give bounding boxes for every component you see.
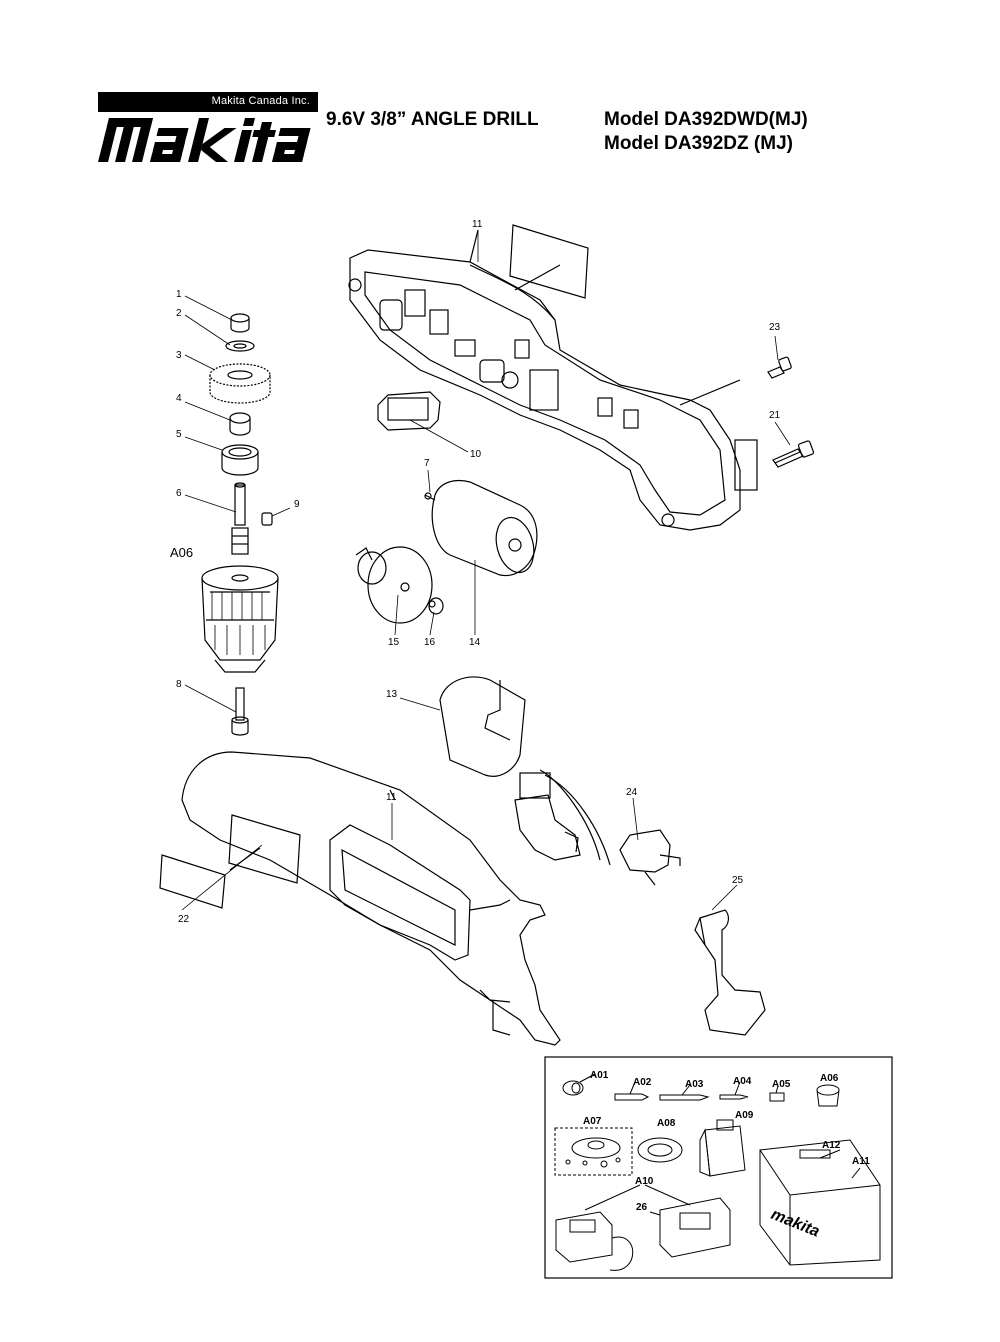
label-plate-bottom (228, 814, 301, 884)
spacer (428, 597, 444, 615)
logo-band: Makita Canada Inc. (98, 92, 318, 112)
label-a04: A04 (733, 1076, 752, 1087)
housing-top (348, 229, 758, 531)
label-6: 6 (176, 488, 182, 499)
label-14: 14 (469, 637, 481, 648)
label-a09: A09 (735, 1110, 754, 1121)
screw-long (772, 440, 815, 468)
motor (424, 479, 538, 577)
label-a07: A07 (583, 1116, 602, 1127)
label-26: 26 (636, 1202, 648, 1213)
label-8: 8 (176, 679, 182, 690)
label-a06: A06 (820, 1073, 839, 1084)
insulation-tube (439, 676, 526, 777)
drill-chuck (201, 565, 279, 673)
battery-clip (694, 909, 766, 1036)
label-7: 7 (424, 458, 430, 469)
label-a05: A05 (772, 1079, 791, 1090)
label-a12: A12 (822, 1140, 841, 1151)
label-1: 1 (176, 289, 182, 300)
svg-text:makita: makita (769, 1206, 822, 1241)
label-a02: A02 (633, 1077, 652, 1088)
label-21: 21 (769, 410, 781, 421)
label-23: 23 (769, 322, 781, 333)
label-24: 24 (626, 787, 638, 798)
makita-logo: Makita Canada Inc. (98, 92, 318, 168)
planetary-gear (355, 546, 433, 624)
housing-bottom (181, 751, 561, 1046)
label-2: 2 (176, 308, 182, 319)
label-9: 9 (294, 499, 300, 510)
label-a11: A11 (852, 1156, 870, 1167)
label-25: 25 (732, 875, 744, 886)
label-11-top: 11 (472, 219, 483, 230)
label-a06-chuck: A06 (170, 545, 193, 560)
accessories-drawings (554, 1073, 881, 1271)
label-3: 3 (176, 350, 182, 361)
gear-stack (209, 313, 271, 476)
model-number-2: Model DA392DZ (MJ) (604, 133, 793, 154)
company-name: Makita Canada Inc. (211, 95, 310, 107)
key (261, 512, 273, 526)
label-a08: A08 (657, 1118, 676, 1129)
switch-lever (619, 829, 681, 886)
nameplate (159, 854, 226, 909)
label-a03: A03 (685, 1079, 704, 1090)
label-plate-top (509, 224, 589, 299)
label-11-bottom: 11 (386, 792, 397, 803)
label-13: 13 (386, 689, 398, 700)
accessories-box (544, 1056, 893, 1279)
label-15: 15 (388, 637, 400, 648)
chuck-screw (231, 687, 249, 736)
label-a10: A10 (635, 1176, 654, 1187)
label-5: 5 (176, 429, 182, 440)
part-labels: 1 2 3 4 5 6 7 8 9 10 11 11 13 14 15 16 2… (170, 219, 781, 925)
switch (377, 391, 441, 431)
accessory-labels: A01 A02 A03 A04 A05 A06 A07 A08 A09 A10 … (583, 1070, 870, 1213)
spindle (231, 482, 249, 555)
label-4: 4 (176, 393, 182, 404)
leader-lines (181, 230, 791, 911)
label-10: 10 (470, 449, 482, 460)
case-makita-logo: makita (769, 1206, 822, 1241)
model-number-1: Model DA392DWD(MJ) (604, 109, 808, 130)
screw-short (767, 356, 792, 379)
label-22: 22 (178, 914, 190, 925)
label-a01: A01 (590, 1070, 609, 1081)
page-title: 9.6V 3/8” ANGLE DRILL (326, 109, 539, 130)
terminal-block (514, 769, 611, 866)
label-16: 16 (424, 637, 436, 648)
makita-wordmark (98, 118, 311, 162)
